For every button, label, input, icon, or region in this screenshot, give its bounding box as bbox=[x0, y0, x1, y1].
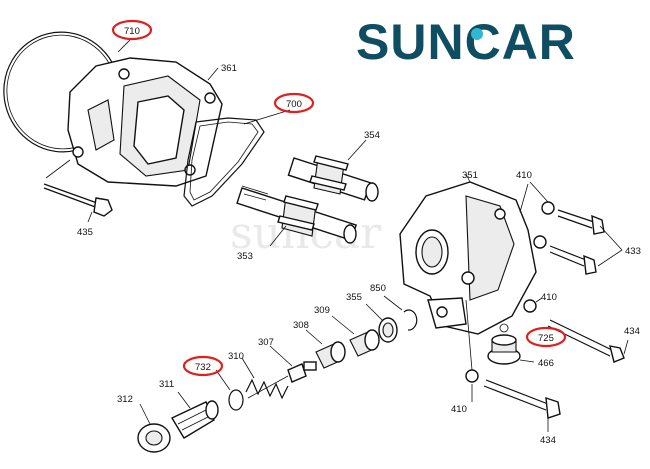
spring-310 bbox=[245, 375, 289, 400]
part-label-435: 435 bbox=[77, 227, 93, 238]
seat-308 bbox=[315, 341, 346, 369]
bolt-434 bbox=[547, 319, 625, 363]
bolt-435 bbox=[43, 183, 113, 217]
bearing-355 bbox=[378, 317, 398, 343]
part-label-312: 312 bbox=[117, 394, 133, 405]
washer-410 bbox=[465, 369, 479, 383]
poppet-307 bbox=[287, 361, 317, 383]
part-label-410-top: 410 bbox=[516, 170, 532, 181]
gear-shaft-353 bbox=[236, 185, 358, 244]
o-ring-732 bbox=[228, 389, 244, 411]
part-label-732: 732 bbox=[195, 362, 211, 373]
highlight-725 bbox=[525, 326, 567, 348]
plug-312 bbox=[137, 423, 171, 453]
part-label-433: 433 bbox=[625, 246, 641, 257]
part-label-434-right: 434 bbox=[624, 326, 640, 337]
brand-logo-suffix: AR bbox=[501, 14, 576, 70]
part-label-354: 354 bbox=[364, 130, 380, 141]
brand-logo-prefix: SUN bbox=[356, 14, 465, 70]
sleeve-309 bbox=[349, 329, 380, 357]
highlight-732 bbox=[182, 355, 224, 377]
part-label-351: 351 bbox=[462, 170, 478, 181]
part-label-434-bottom: 434 bbox=[540, 435, 556, 446]
pump-housing-361 bbox=[67, 57, 223, 187]
part-label-311: 311 bbox=[159, 379, 174, 390]
part-label-850: 850 bbox=[370, 283, 386, 294]
part-label-410-bottom: 410 bbox=[451, 404, 467, 415]
highlight-700 bbox=[273, 92, 315, 114]
bolt-434 bbox=[483, 379, 561, 419]
bolt-433 bbox=[549, 209, 605, 275]
part-label-355: 355 bbox=[346, 292, 362, 303]
part-label-308: 308 bbox=[293, 320, 309, 331]
valve-311 bbox=[171, 400, 219, 439]
part-label-466: 466 bbox=[538, 358, 554, 369]
part-label-307: 307 bbox=[258, 337, 274, 348]
part-label-310: 310 bbox=[228, 351, 244, 362]
part-label-710: 710 bbox=[124, 26, 140, 37]
part-label-361: 361 bbox=[221, 63, 237, 74]
part-label-700: 700 bbox=[286, 99, 302, 110]
part-label-309: 309 bbox=[314, 305, 330, 316]
washer-410 bbox=[533, 235, 547, 249]
washer-410 bbox=[541, 201, 555, 215]
snap-ring-850 bbox=[403, 309, 418, 331]
pump-body-351 bbox=[399, 181, 537, 335]
part-label-410-right: 410 bbox=[541, 292, 557, 303]
gear-354 bbox=[287, 155, 379, 202]
brand-accent-dot bbox=[470, 28, 483, 40]
part-label-353: 353 bbox=[237, 251, 253, 262]
washer-410 bbox=[523, 299, 537, 313]
gasket-700 bbox=[183, 117, 265, 207]
plug-466 bbox=[487, 334, 521, 365]
part-label-725: 725 bbox=[538, 333, 554, 344]
highlight-710 bbox=[111, 19, 153, 41]
brand-logo-c: C bbox=[464, 14, 502, 70]
